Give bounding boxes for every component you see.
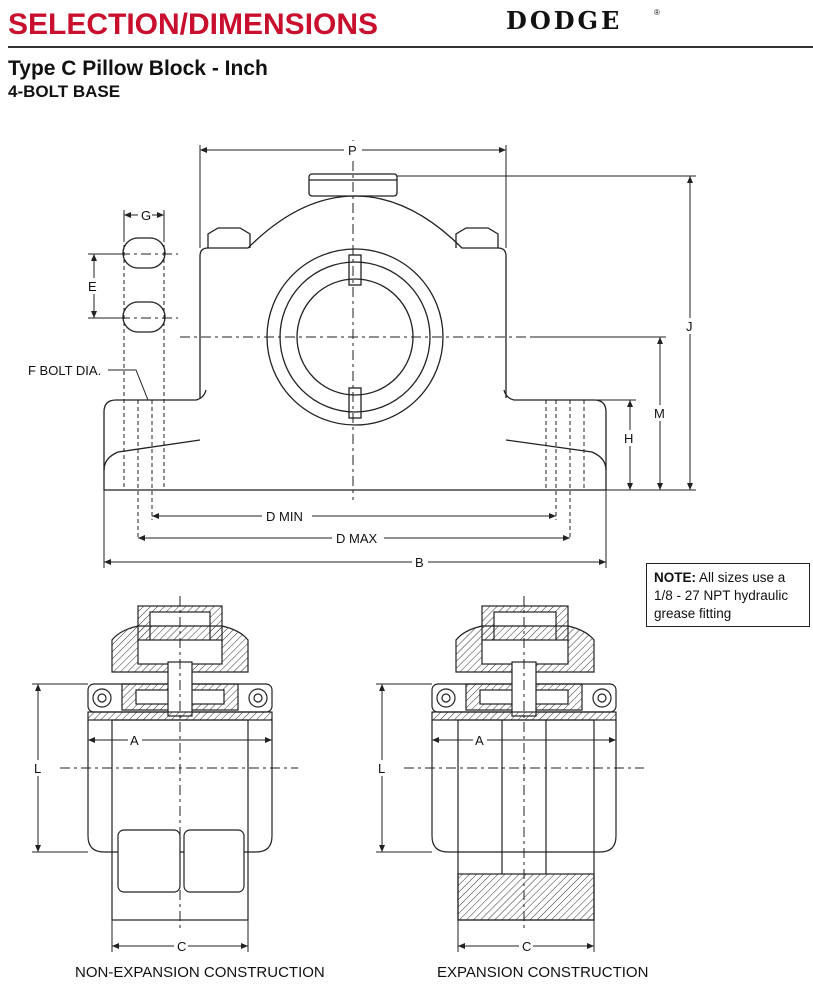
caption-expansion: EXPANSION CONSTRUCTION: [437, 964, 649, 981]
front-view: [103, 173, 607, 491]
product-subtitle: 4-BOLT BASE: [8, 82, 121, 101]
label-d-max: D MAX: [336, 531, 378, 546]
label-m: M: [654, 406, 665, 421]
label-h: H: [624, 431, 633, 446]
label-d-min: D MIN: [266, 509, 303, 524]
label-j: J: [686, 319, 693, 334]
label-c-non-expansion: C: [177, 939, 186, 954]
product-title: Type C Pillow Block - Inch: [8, 57, 268, 80]
label-b: B: [415, 555, 424, 570]
label-l-expansion: L: [378, 761, 385, 776]
note-text: All sizes use a 1/8 - 27 NPT hydraulic g…: [654, 570, 789, 621]
registered-mark: ®: [654, 8, 660, 17]
label-f-bolt-dia: F BOLT DIA.: [28, 363, 101, 378]
label-p: P: [348, 143, 357, 158]
header-rule: [8, 46, 813, 48]
label-a-expansion: A: [475, 733, 484, 748]
dimension-lines: [88, 145, 696, 568]
center-lines: [120, 140, 530, 500]
hidden-lines: [123, 224, 585, 540]
label-g: G: [141, 208, 151, 223]
page-title: SELECTION/DIMENSIONS: [8, 8, 379, 41]
note-box: NOTE: All sizes use a 1/8 - 27 NPT hydra…: [646, 563, 810, 627]
label-l-non-expansion: L: [34, 761, 41, 776]
label-e: E: [88, 279, 97, 294]
caption-non-expansion: NON-EXPANSION CONSTRUCTION: [75, 964, 325, 981]
label-c-expansion: C: [522, 939, 531, 954]
note-heading: NOTE:: [654, 570, 696, 585]
dodge-logo: DODGE: [506, 6, 623, 35]
label-a-non-expansion: A: [130, 733, 139, 748]
